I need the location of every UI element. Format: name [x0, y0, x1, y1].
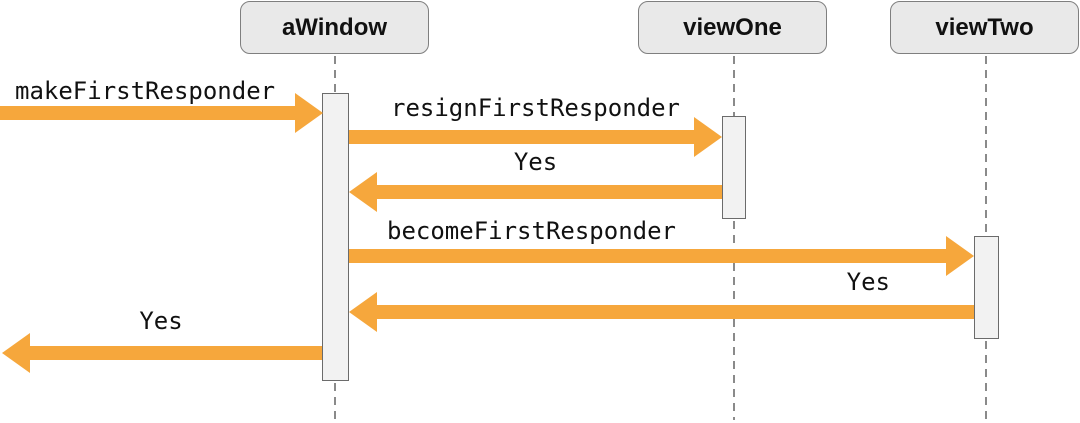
arrow-head-right-icon — [946, 236, 974, 276]
message-label: Yes — [513, 148, 558, 176]
actor-label-viewtwo: viewTwo — [935, 13, 1034, 41]
arrow-head-left-icon — [349, 292, 377, 332]
message-label: makeFirstResponder — [15, 77, 276, 105]
arrow-shaft — [349, 249, 946, 263]
lifeline-viewone-bottom — [733, 221, 735, 420]
arrow-shaft — [377, 305, 974, 319]
actor-box-viewone: viewOne — [638, 1, 827, 54]
message-label: Yes — [846, 268, 890, 296]
lifeline-viewone-top — [733, 56, 735, 116]
activation-bar-viewtwo — [974, 236, 999, 339]
arrow-head-left-icon — [349, 172, 377, 212]
arrow-head-right-icon — [694, 117, 722, 157]
message-label: resignFirstResponder — [391, 94, 680, 122]
arrow-shaft — [377, 185, 722, 199]
arrow-head-right-icon — [295, 93, 323, 133]
lifeline-awindow-top — [334, 56, 336, 93]
lifeline-viewtwo-top — [985, 56, 987, 236]
message-label: becomeFirstResponder — [387, 217, 676, 245]
arrow-head-left-icon — [2, 333, 30, 373]
actor-label-awindow: aWindow — [281, 13, 388, 41]
activation-bar-awindow — [322, 93, 349, 381]
actor-box-awindow: aWindow — [240, 1, 429, 54]
lifeline-viewtwo-bottom — [985, 341, 987, 420]
arrow-shaft — [30, 346, 322, 360]
actor-label-viewone: viewOne — [683, 13, 782, 41]
activation-bar-viewone — [722, 116, 746, 219]
lifeline-awindow-bottom — [334, 383, 336, 420]
actor-box-viewtwo: viewTwo — [890, 1, 1079, 54]
message-label: Yes — [139, 307, 183, 335]
arrow-shaft — [0, 106, 295, 120]
arrow-shaft — [349, 130, 694, 144]
